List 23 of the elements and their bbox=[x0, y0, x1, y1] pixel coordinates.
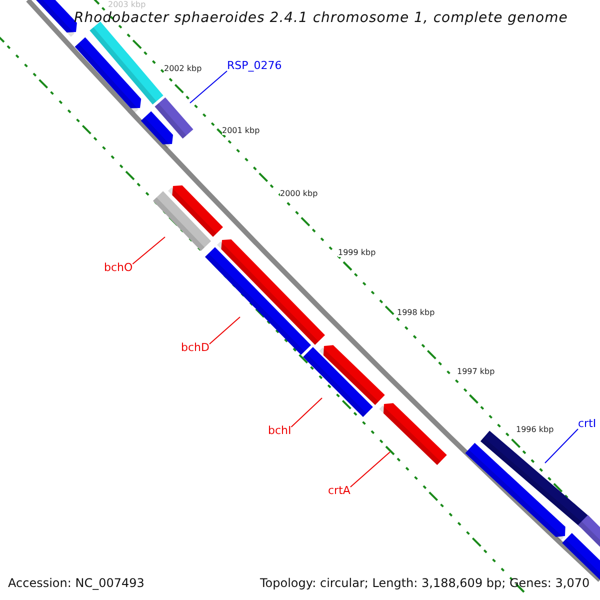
gene-label: RSP_0276 bbox=[227, 60, 282, 72]
gene-label: crtI bbox=[578, 418, 596, 430]
leader-line bbox=[132, 236, 166, 264]
leader-line bbox=[290, 398, 322, 428]
map-title: Rhodobacter sphaeroides 2.4.1 chromosome 1, complete genome bbox=[74, 10, 568, 26]
gene-label: bchD bbox=[181, 342, 210, 354]
footer-text: Topology: circular; Length: 3,188,609 bp; Genes: 3,070 bbox=[260, 576, 590, 590]
scale-label: 1999 kbp bbox=[338, 248, 376, 257]
scale-label: 1996 kbp bbox=[516, 425, 554, 434]
gene-label: bchI bbox=[268, 425, 292, 437]
scale-label: 2001 kbp bbox=[222, 126, 260, 135]
gene-label: bchO bbox=[104, 262, 133, 274]
scale-label: 1998 kbp bbox=[397, 308, 435, 317]
footer-text: Accession: NC_007493 bbox=[8, 576, 144, 590]
leader-line bbox=[190, 70, 228, 104]
leader-line bbox=[350, 452, 390, 488]
scale-label: 1997 kbp bbox=[457, 367, 495, 376]
leader-line bbox=[208, 316, 240, 344]
leader-line bbox=[544, 428, 578, 464]
scale-label: 2000 kbp bbox=[280, 189, 318, 198]
gene-label: crtA bbox=[328, 485, 350, 497]
scale-label: 2002 kbp bbox=[164, 64, 202, 73]
scale-label: 2003 kbp bbox=[108, 0, 146, 9]
